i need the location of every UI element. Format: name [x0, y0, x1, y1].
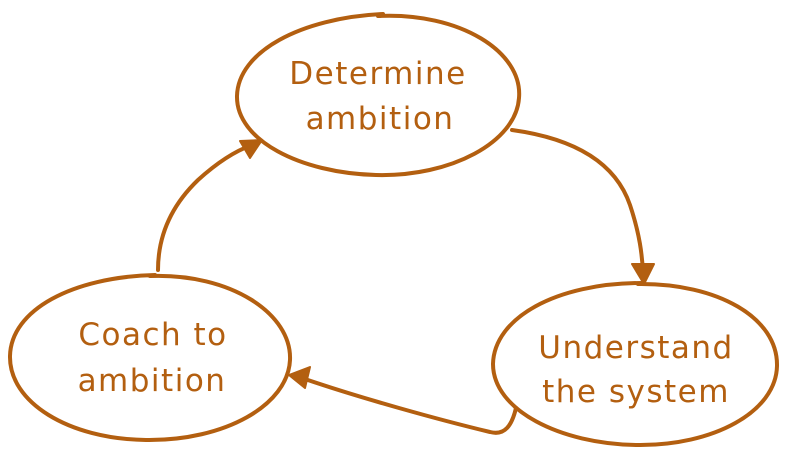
- edge-coach-to-determine: [156, 139, 263, 272]
- node-determine-ambition: Determine ambition: [234, 12, 522, 178]
- node-label: ambition: [306, 101, 455, 137]
- node-ellipse: [491, 281, 780, 448]
- node-label: Understand: [538, 330, 733, 366]
- node-label: the system: [542, 374, 730, 410]
- node-label: ambition: [78, 363, 227, 399]
- arrowhead-left-icon: [288, 366, 311, 389]
- node-coach-to-ambition: Coach to ambition: [7, 273, 293, 443]
- arrowhead-down-icon: [631, 263, 655, 285]
- edge-understand-to-coach: [288, 366, 518, 435]
- node-label: Coach to: [78, 317, 227, 353]
- node-ellipse: [7, 273, 293, 443]
- node-understand-the-system: Understand the system: [491, 281, 780, 448]
- edge-determine-to-understand: [510, 128, 655, 285]
- arrowhead-up-right-icon: [239, 139, 263, 159]
- node-label: Determine: [289, 56, 466, 92]
- node-ellipse: [234, 12, 522, 178]
